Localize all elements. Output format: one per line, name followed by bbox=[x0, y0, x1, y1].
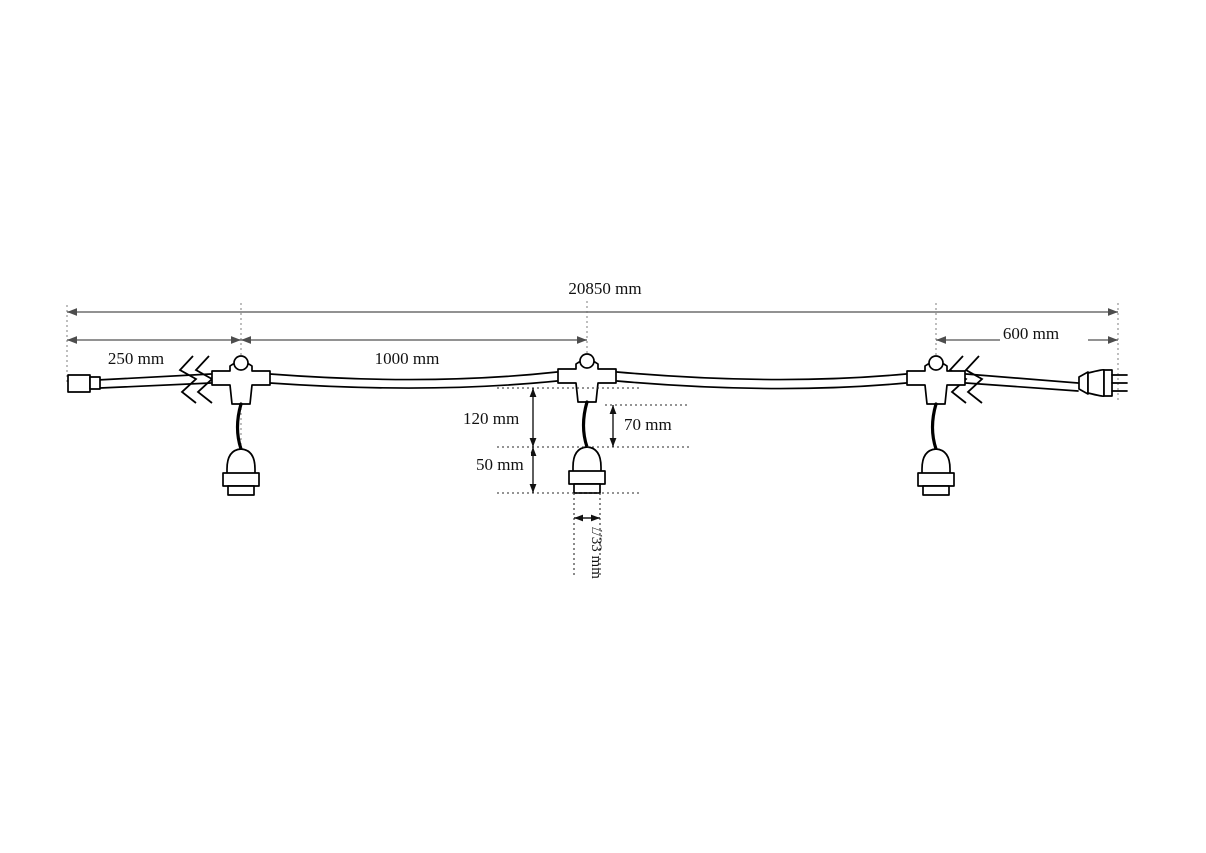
drop-wire-2 bbox=[581, 400, 589, 449]
cable-tail-lower bbox=[965, 382, 1079, 392]
dimension-label-overall: 20850 mm bbox=[568, 279, 641, 298]
lamp-holder-dome-1 bbox=[226, 448, 256, 478]
hanging-eyelet-1 bbox=[233, 355, 249, 371]
label-bg-lead-in bbox=[92, 347, 180, 368]
break-symbol-right-stroke-2 bbox=[964, 355, 984, 404]
dimension-label-holder-height: 50 mm bbox=[476, 455, 524, 474]
socket-assembly-1 bbox=[211, 355, 271, 496]
cable-span-1-upper bbox=[269, 371, 558, 381]
dimension-label-spacing: 1000 mm bbox=[375, 349, 440, 368]
dimension-label-drop-total: 120 mm bbox=[463, 409, 519, 428]
label-bg-overall bbox=[552, 277, 658, 298]
horizontal-dimensions: 20850 mm 250 mm 1000 mm 600 mm bbox=[67, 277, 1118, 368]
break-symbol-right-stroke-1 bbox=[948, 355, 968, 404]
dimension-label-tail: 600 mm bbox=[1003, 324, 1059, 343]
break-symbol-right bbox=[948, 355, 984, 404]
cable-tail-upper bbox=[965, 373, 1079, 384]
lamp-holder-base-1 bbox=[227, 485, 255, 496]
cable-span-2-lower bbox=[616, 380, 907, 390]
drop-wire-1 bbox=[235, 402, 243, 451]
hanging-eyelet-3 bbox=[928, 355, 944, 371]
dimension-label-holder-diameter: ⌰33 mm bbox=[588, 527, 604, 579]
lamp-holder-base-3 bbox=[922, 485, 950, 496]
label-bg-holder-height bbox=[473, 453, 531, 473]
lamp-holder-collar-3 bbox=[917, 472, 955, 487]
dimension-label-lead-in: 250 mm bbox=[108, 349, 164, 368]
label-bg-spacing bbox=[358, 347, 456, 368]
socket-assembly-2 bbox=[557, 353, 617, 494]
diameter-dimension: ⌰33 mm bbox=[573, 493, 604, 579]
cable-span-1-lower bbox=[269, 380, 558, 389]
hanging-eyelet-2 bbox=[579, 353, 595, 369]
drop-wire-3 bbox=[930, 402, 938, 451]
plug-cable-grip bbox=[1078, 371, 1089, 395]
label-bg-tail bbox=[1000, 322, 1088, 343]
plug-body bbox=[1087, 368, 1105, 398]
dimension-label-drop-wire: 70 mm bbox=[624, 415, 672, 434]
plug-face bbox=[1103, 369, 1113, 397]
end-cap-ferrule bbox=[89, 376, 101, 390]
socket-assembly-3 bbox=[906, 355, 966, 496]
end-cap bbox=[67, 374, 101, 393]
vertical-dimensions: 120 mm 50 mm 70 mm bbox=[459, 387, 690, 494]
label-bg-drop-wire bbox=[620, 413, 682, 433]
lamp-holder-base-2 bbox=[573, 483, 601, 494]
mains-plug bbox=[1078, 368, 1128, 398]
lamp-holder-collar-1 bbox=[222, 472, 260, 487]
cable-span-2-upper bbox=[616, 371, 907, 381]
end-cap-body bbox=[67, 374, 91, 393]
lamp-holder-dome-3 bbox=[921, 448, 951, 478]
break-symbol-left-stroke-1 bbox=[178, 355, 198, 404]
lamp-holder-collar-2 bbox=[568, 470, 606, 485]
label-bg-drop-total bbox=[459, 407, 529, 427]
